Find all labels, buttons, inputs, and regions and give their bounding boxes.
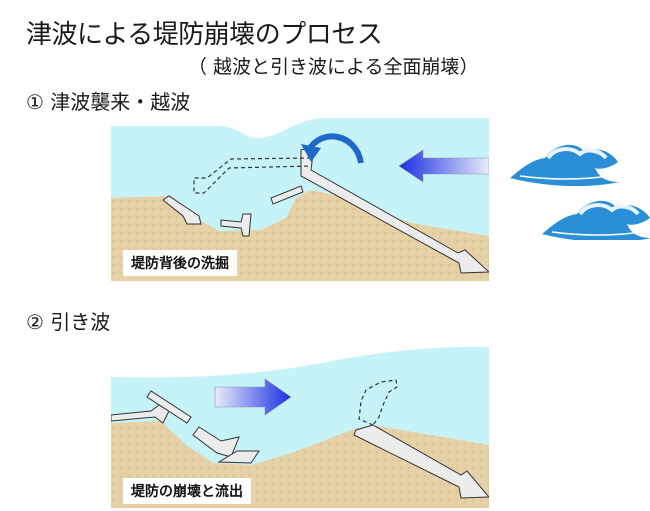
caption-collapse-outflow: 堤防の崩壊と流出 bbox=[123, 478, 251, 504]
block-arrow-icon bbox=[398, 149, 489, 183]
levee-slab bbox=[353, 424, 489, 499]
block-arrow-icon bbox=[214, 378, 292, 416]
diagram-backwash: 堤防の崩壊と流出 bbox=[111, 345, 489, 508]
caption-scour: 堤防背後の洗掘 bbox=[123, 250, 237, 276]
page-title: 津波による堤防崩壊のプロセス bbox=[26, 20, 383, 50]
curved-arrow-icon bbox=[301, 133, 364, 164]
broken-piece bbox=[162, 195, 202, 225]
broken-piece bbox=[220, 213, 252, 237]
diagram-overtopping: 堤防背後の洗掘 bbox=[111, 118, 489, 281]
dashed-collapsed-crown bbox=[358, 379, 398, 426]
broken-piece bbox=[217, 450, 260, 464]
step-2-heading: ② 引き波 bbox=[26, 310, 111, 334]
broken-piece bbox=[270, 185, 304, 205]
dashed-original-levee bbox=[193, 157, 312, 194]
broken-piece bbox=[146, 390, 192, 424]
broken-piece bbox=[192, 426, 240, 458]
broken-piece bbox=[111, 404, 170, 424]
page-subtitle: （ 越波と引き波による全面崩壊） bbox=[188, 56, 479, 78]
step-1-heading: ① 津波襲来・越波 bbox=[26, 90, 191, 114]
tsunami-wave-icon bbox=[510, 144, 650, 240]
